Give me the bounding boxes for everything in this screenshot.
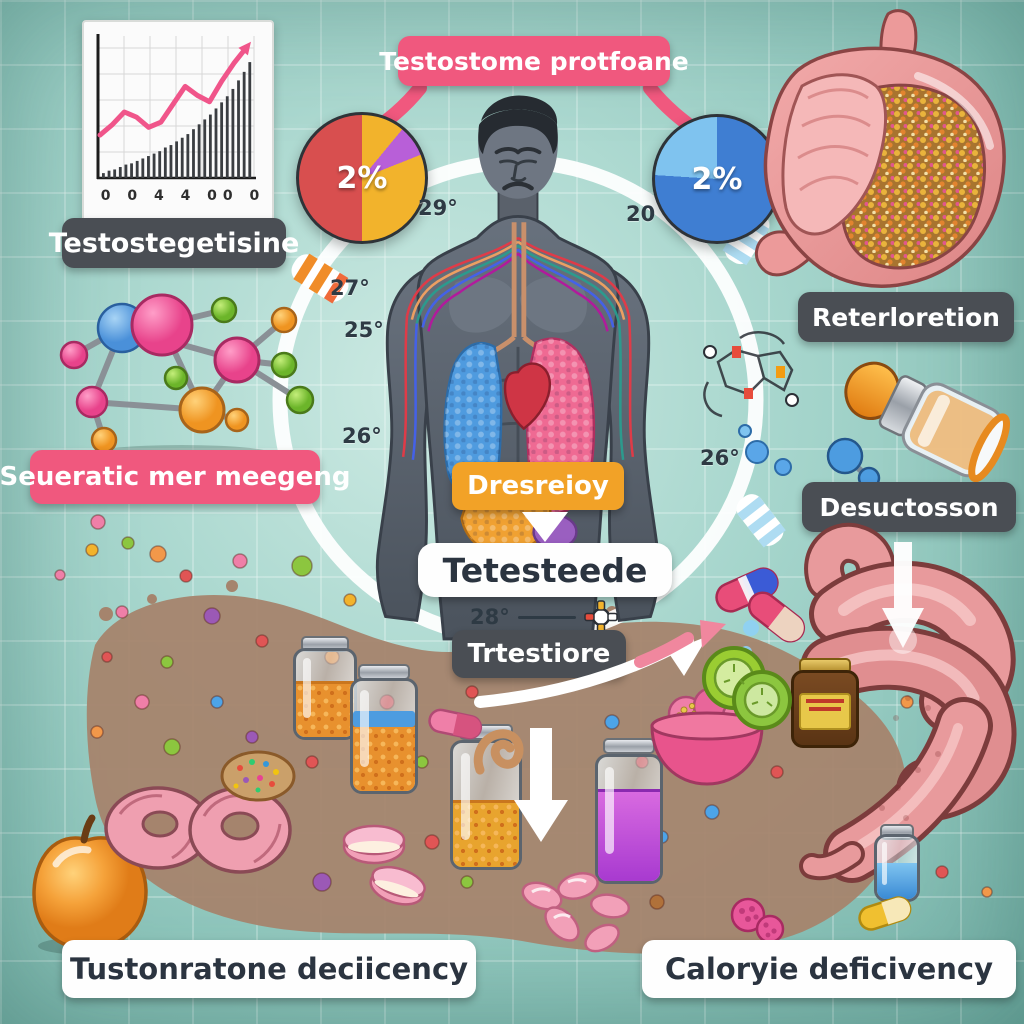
ring-value-26b: 26° — [700, 446, 740, 470]
pie-chart-right: 2% — [652, 114, 782, 244]
pie-chart-left: 2% — [296, 112, 428, 244]
stomach-label-text: Reterloretion — [812, 302, 1000, 332]
temp-dash-line — [517, 615, 576, 619]
down-arrow-into-intestine — [882, 542, 924, 654]
dropper-label: Desuctosson — [802, 482, 1016, 532]
center-main-label: Tetesteede — [418, 543, 672, 597]
hormone-label: Dresreioy — [452, 462, 624, 510]
blue-liquid-vial — [874, 824, 920, 902]
brown-jar-label — [798, 693, 852, 730]
pink-bowl — [650, 686, 764, 786]
big-down-arrow-center — [514, 728, 568, 842]
curved-arrow-to-capsules — [474, 620, 726, 708]
jar-1-glass — [293, 648, 357, 740]
donuts-illustration — [104, 786, 292, 874]
bottle-2-shine — [360, 689, 370, 767]
granule-bottle-3 — [450, 724, 522, 870]
ring-arrowhead — [668, 636, 708, 676]
brown-jar-glass — [791, 670, 859, 748]
jar-1-shine — [302, 657, 312, 719]
blue-striped-segment-bottom — [736, 494, 786, 548]
pretzel-twist — [473, 729, 524, 775]
chart-caption-text: Testostegetisine — [48, 227, 300, 259]
temperature-row: 28° — [470, 600, 618, 634]
footer-right-text: Caloryie deficivency — [665, 952, 993, 986]
chart-x-axis-ticks: 0 0 4 4 00 0 — [100, 188, 266, 204]
sprinkle-donut — [220, 750, 296, 802]
down-triangle-under-hormone — [522, 512, 568, 542]
center-sub-label: Trtestiore — [452, 630, 626, 678]
purple-bottle-shine — [605, 766, 615, 854]
footer-right-label: Caloryie deficivency — [642, 940, 1016, 998]
bottle-3-glass — [450, 740, 522, 870]
ring-value-29: 29° — [418, 196, 458, 220]
center-main-text: Tetesteede — [442, 550, 648, 590]
molecule-label-text: Seueratic mer meegeng — [0, 462, 351, 492]
bottle-3-shine — [460, 752, 471, 840]
green-vegetable-slices — [702, 646, 792, 730]
title-banner-text: Testostome protfoane — [379, 46, 689, 76]
purple-bottle-glass — [595, 754, 663, 884]
pink-capsule-small — [428, 708, 483, 740]
chart-caption-label: Testostegetisine — [49, 218, 299, 268]
title-banner: Testostome protfoane — [379, 36, 689, 86]
trend-chart — [96, 34, 256, 180]
yellow-capsule — [858, 896, 912, 931]
purple-liquid-bottle — [595, 738, 663, 884]
macarons — [342, 824, 426, 906]
ring-value-27: 27° — [330, 276, 370, 300]
ring-value-28: 28° — [470, 605, 510, 629]
granule-bottle-2 — [350, 664, 418, 794]
pie-left-value: 2% — [336, 160, 388, 196]
pink-berries — [730, 897, 785, 944]
brown-supplement-jar — [791, 658, 859, 748]
footer-left-label: Tustonratone deciicency — [62, 940, 476, 998]
blue-vial-glass — [874, 834, 920, 902]
blue-vial-shine — [881, 841, 888, 886]
pie-right-value: 2% — [691, 161, 743, 197]
chemical-structure-sketch — [703, 331, 799, 418]
molecule-label: Seueratic mer meegeng — [0, 450, 351, 504]
granule-jar-1 — [293, 636, 357, 740]
ring-value-20: 20 — [626, 202, 656, 226]
center-sub-text: Trtestiore — [467, 639, 611, 669]
footer-left-text: Tustonratone deciicency — [69, 952, 469, 986]
intestine-illustration — [799, 522, 1017, 883]
ring-value-25: 25° — [344, 318, 384, 342]
pill-cluster — [521, 872, 631, 953]
hormone-label-text: Dresreioy — [467, 471, 609, 501]
stomach-label: Reterloretion — [798, 292, 1014, 342]
dropper-bottle — [844, 361, 1011, 483]
orange-striped-segment — [291, 253, 349, 304]
stomach-illustration — [754, 9, 1006, 288]
ring-value-26a: 26° — [342, 424, 382, 448]
trend-chart-card: 0 0 4 4 00 0 — [82, 20, 274, 234]
capsule-pair — [715, 567, 806, 643]
bottle-2-glass — [350, 678, 418, 794]
dropper-label-text: Desuctosson — [819, 492, 999, 522]
